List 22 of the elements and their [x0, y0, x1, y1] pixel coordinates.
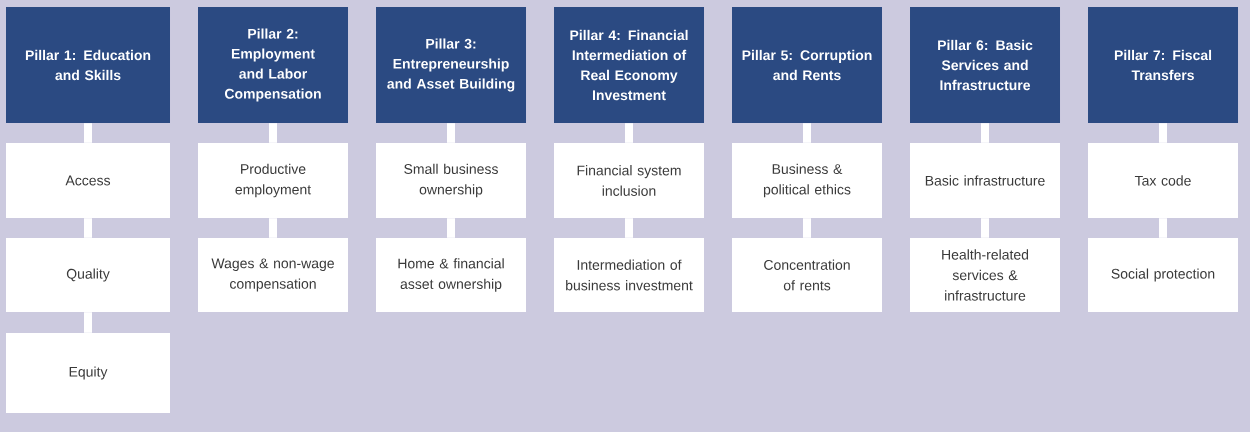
item-box: Equity: [6, 333, 170, 413]
pillar-header-box: Pillar 1: Education and Skills: [6, 7, 170, 123]
item-box: Health-related services & infrastructure: [910, 238, 1060, 312]
pillar-header-box: Pillar 3: Entrepreneurship and Asset Building: [376, 7, 526, 123]
item-box: Quality: [6, 238, 170, 312]
item-box: Small business ownership: [376, 143, 526, 218]
item-box: Home & financial asset ownership: [376, 238, 526, 312]
pillar-header-box: Pillar 7: Fiscal Transfers: [1088, 7, 1238, 123]
item-box: Intermediation of business investment: [554, 238, 704, 312]
item-box: Financial system inclusion: [554, 143, 704, 218]
item-box: Access: [6, 143, 170, 218]
item-box: Basic infrastructure: [910, 143, 1060, 218]
pillar-header-box: Pillar 2: Employment and Labor Compensation: [198, 7, 348, 123]
pillar-header-box: Pillar 5: Corruption and Rents: [732, 7, 882, 123]
item-box: Business & political ethics: [732, 143, 882, 218]
item-box: Tax code: [1088, 143, 1238, 218]
pillar-header-box: Pillar 4: Financial Intermediation of Real Economy Investment: [554, 7, 704, 123]
pillar-header-box: Pillar 6: Basic Services and Infrastructure: [910, 7, 1060, 123]
item-box: Social protection: [1088, 238, 1238, 312]
item-box: Concentration of rents: [732, 238, 882, 312]
item-box: Wages & non-wage compensation: [198, 238, 348, 312]
item-box: Productive employment: [198, 143, 348, 218]
